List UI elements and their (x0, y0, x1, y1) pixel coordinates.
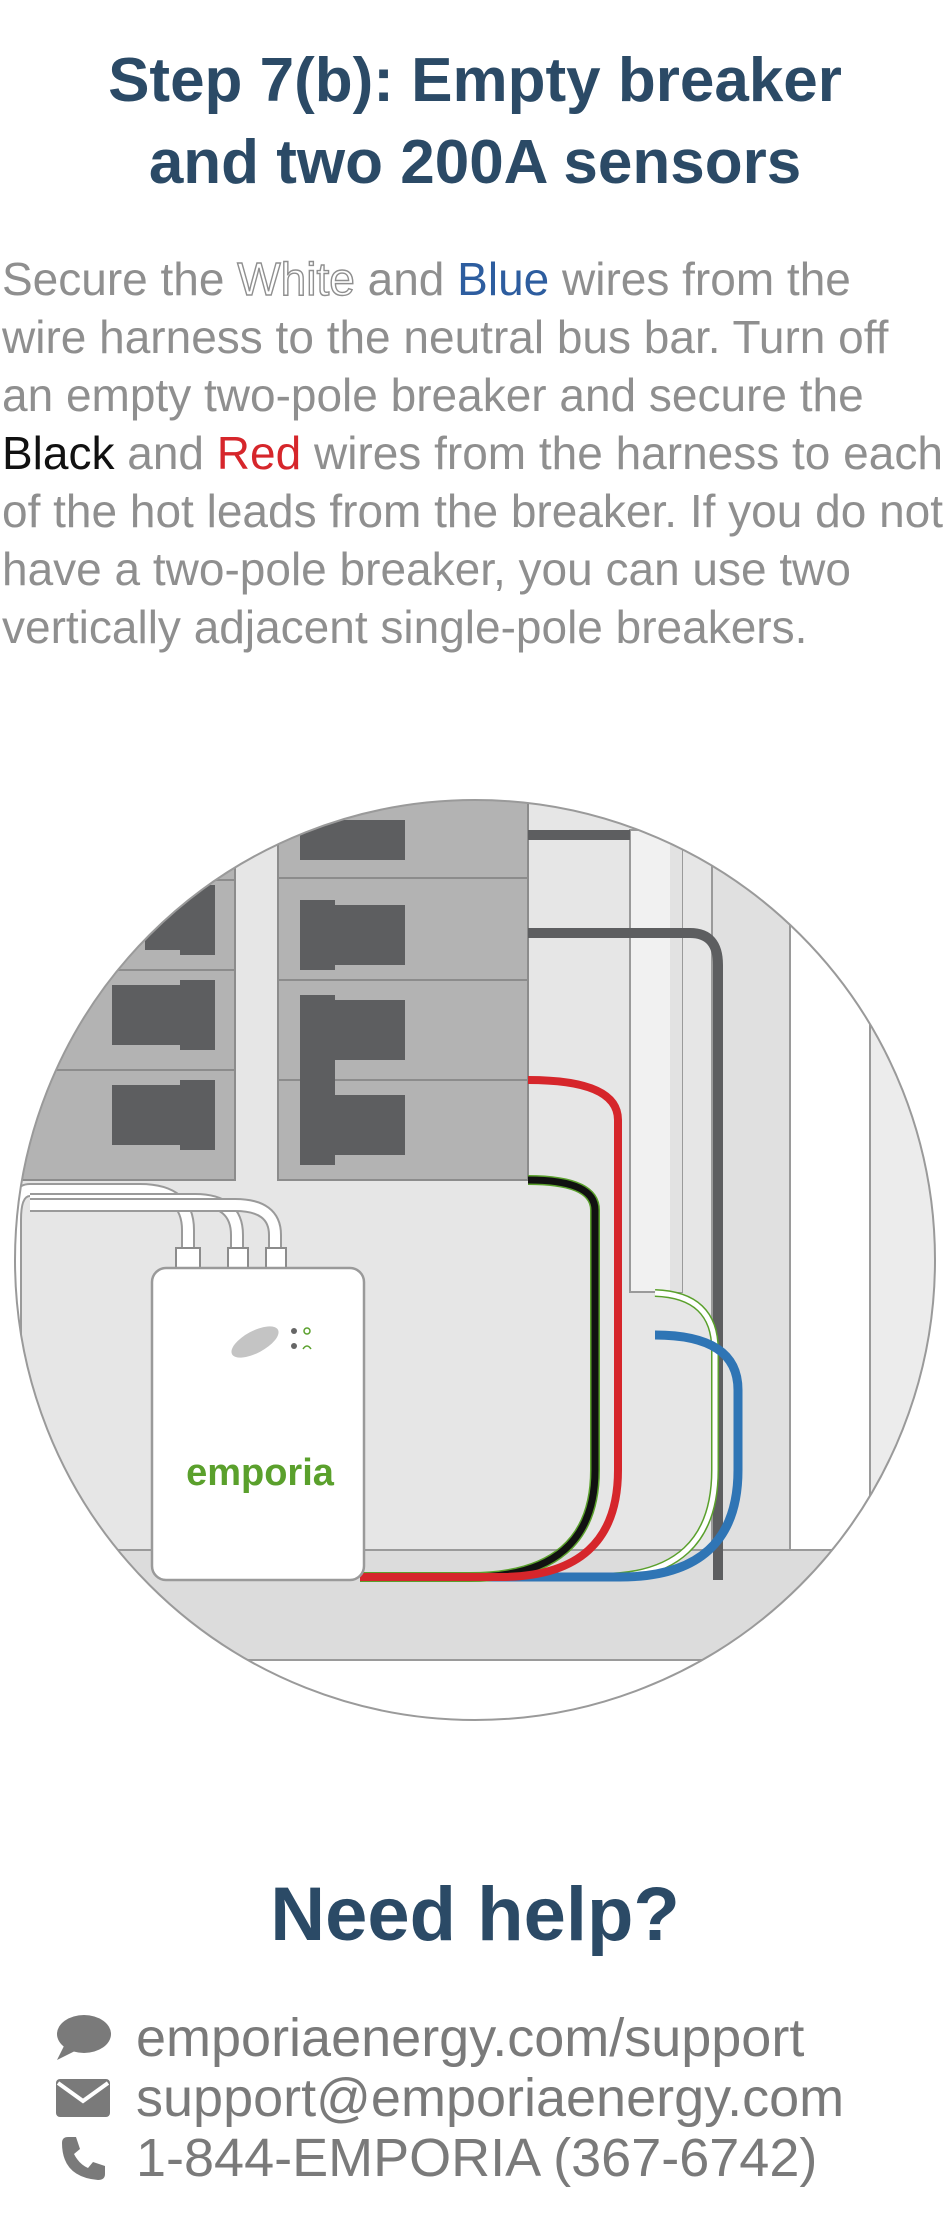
panel-scene: emporia (15, 800, 935, 1720)
device-vent-pattern (231, 1326, 279, 1358)
white-wire-label: White (237, 252, 356, 305)
harness-wires (360, 1076, 743, 1582)
wiring-illustration: emporia (14, 799, 936, 1721)
support-url[interactable]: emporiaenergy.com/support (136, 2008, 805, 2068)
black-wire (360, 1176, 599, 1581)
instructions-part-1: Secure the (2, 253, 238, 305)
side-panel (711, 859, 791, 1551)
support-link[interactable]: emporiaenergy.com/support (50, 2008, 804, 2068)
email-link[interactable]: support@emporiaenergy.com (50, 2068, 844, 2128)
two-pole-tie-bar (300, 995, 335, 1165)
support-phone[interactable]: 1-844-EMPORIA (367-6742) (136, 2128, 818, 2188)
help-title: Need help? (270, 1872, 680, 1957)
left-breaker-bank (19, 800, 236, 1181)
phone-icon (50, 2128, 116, 2188)
step-title: Step 7(b): Empty breaker and two 200A se… (0, 40, 950, 204)
red-wire-label: Red (216, 427, 302, 479)
blue-wire-label: Blue (457, 253, 550, 305)
status-led-icon (291, 1328, 297, 1334)
step-title-line-1: Step 7(b): Empty breaker (108, 46, 842, 115)
center-breaker-bank (277, 800, 529, 1181)
instructions-part-2: and (354, 253, 458, 305)
panel-floor (15, 1549, 935, 1661)
instructions-text: Secure the White and Blue wires from the… (2, 250, 947, 656)
envelope-icon (50, 2068, 116, 2128)
breaker-switch (300, 820, 405, 860)
illustration-frame (14, 799, 936, 1721)
emporia-monitor-device: emporia (150, 1266, 366, 1582)
phone-link[interactable]: 1-844-EMPORIA (367-6742) (50, 2128, 817, 2188)
black-wire-label: Black (2, 427, 115, 479)
blue-wire (360, 1330, 743, 1582)
instructions-part-3: wires from the wire harness to the neutr… (2, 253, 889, 421)
instructions-part-4: and (114, 427, 217, 479)
support-email[interactable]: support@emporiaenergy.com (136, 2068, 845, 2128)
side-panel-edge (869, 939, 935, 1591)
emporia-logo: emporia (186, 1452, 335, 1494)
step-title-line-2: and two 200A sensors (148, 128, 802, 197)
instructions-part-5: wires from the harness to each of the ho… (2, 427, 944, 653)
chat-bubble-icon (50, 2008, 116, 2068)
red-wire (360, 1076, 622, 1581)
wifi-icon (302, 1345, 312, 1350)
existing-wire (528, 928, 723, 1580)
